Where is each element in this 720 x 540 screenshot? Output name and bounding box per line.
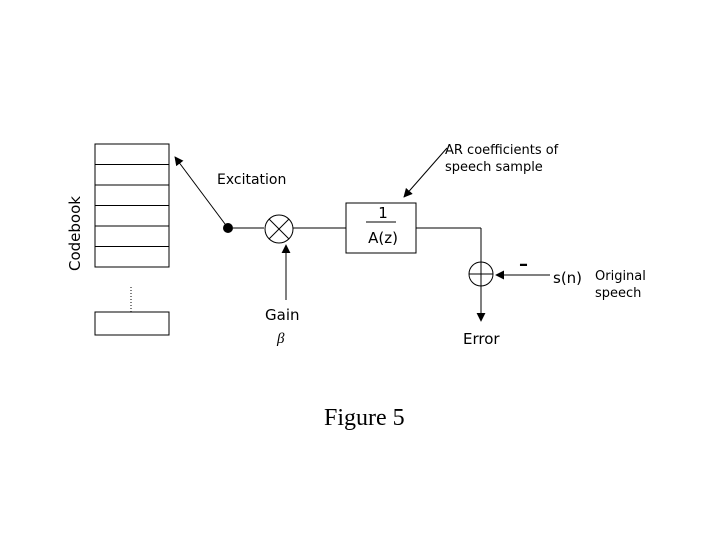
codebook: [94, 143, 170, 336]
codebook-entry: [94, 184, 170, 206]
multiplier-cross: [268, 218, 290, 240]
codebook-entry-last: [94, 311, 170, 336]
codebook-entry: [94, 164, 170, 186]
codebook-entry: [94, 225, 170, 247]
filter-numerator: 1: [378, 204, 388, 222]
codebook-entry: [94, 246, 170, 268]
original-label-line1: Original: [595, 269, 646, 284]
figure-caption: Figure 5: [324, 405, 405, 431]
codebook-label: Codebook: [66, 196, 84, 271]
switch-node: [223, 223, 233, 233]
gain-label: Gain: [265, 306, 300, 324]
signal-label: s(n): [553, 269, 582, 287]
original-label-line2: speech: [595, 286, 641, 301]
ar-arrow: [403, 147, 448, 198]
minus-sign: –: [519, 254, 528, 275]
beta-symbol: β: [276, 331, 285, 347]
ar-label-line2: speech sample: [445, 160, 543, 175]
filter-denominator: A(z): [368, 229, 398, 247]
excitation-label: Excitation: [217, 172, 286, 188]
error-label: Error: [463, 330, 500, 348]
ar-label-line1: AR coefficients of: [445, 143, 559, 158]
codebook-entry: [94, 143, 170, 165]
selection-arrow: [174, 156, 229, 229]
multiplier: [264, 214, 294, 244]
codebook-entry: [94, 205, 170, 227]
